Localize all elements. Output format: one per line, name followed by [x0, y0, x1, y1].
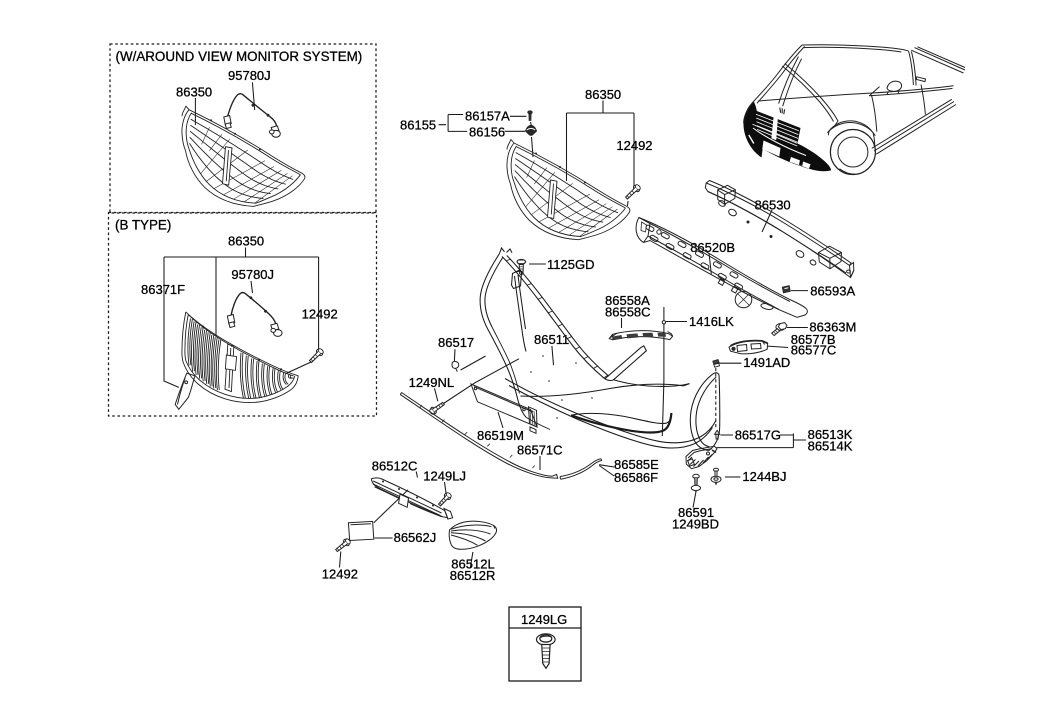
svg-text:86591: 86591 — [678, 505, 714, 520]
svg-text:86363M: 86363M — [809, 320, 856, 335]
svg-text:(W/AROUND VIEW MONITOR SYSTEM): (W/AROUND VIEW MONITOR SYSTEM) — [116, 49, 363, 64]
svg-text:86586F: 86586F — [614, 470, 658, 485]
svg-text:86519M: 86519M — [477, 428, 524, 443]
svg-text:86350: 86350 — [176, 85, 212, 100]
svg-text:86350: 86350 — [585, 87, 621, 102]
svg-text:86577B: 86577B — [791, 332, 836, 347]
svg-text:86514K: 86514K — [808, 438, 853, 453]
svg-text:1249LG: 1249LG — [521, 612, 567, 627]
svg-text:12492: 12492 — [616, 138, 652, 153]
svg-text:1491AD: 1491AD — [743, 355, 790, 370]
svg-text:86512R: 86512R — [450, 568, 496, 583]
svg-text:1244BJ: 1244BJ — [742, 469, 786, 484]
svg-text:86530: 86530 — [755, 197, 791, 212]
svg-text:86512C: 86512C — [372, 459, 418, 474]
svg-text:12492: 12492 — [302, 306, 338, 321]
svg-text:1249NL: 1249NL — [409, 375, 455, 390]
svg-text:86155: 86155 — [400, 118, 436, 133]
svg-text:1249BD: 1249BD — [672, 517, 719, 532]
svg-text:86593A: 86593A — [810, 284, 855, 299]
svg-text:1416LK: 1416LK — [689, 314, 734, 329]
svg-text:86156: 86156 — [469, 124, 505, 139]
svg-text:86512L: 86512L — [451, 557, 494, 572]
svg-text:95780J: 95780J — [228, 68, 271, 83]
svg-text:86585E: 86585E — [614, 457, 659, 472]
svg-text:86517: 86517 — [438, 335, 474, 350]
svg-text:86558A: 86558A — [605, 293, 650, 308]
svg-text:86577C: 86577C — [791, 343, 837, 358]
svg-text:1249LJ: 1249LJ — [423, 469, 466, 484]
svg-text:(B TYPE): (B TYPE) — [115, 218, 171, 233]
svg-text:86558C: 86558C — [605, 305, 651, 320]
svg-text:86511: 86511 — [534, 332, 569, 347]
svg-text:86513K: 86513K — [808, 427, 853, 442]
svg-text:95780J: 95780J — [231, 267, 274, 282]
svg-text:86520B: 86520B — [690, 240, 735, 255]
svg-text:86157A: 86157A — [465, 109, 510, 124]
svg-text:86371F: 86371F — [141, 282, 185, 297]
svg-text:1125GD: 1125GD — [547, 257, 594, 272]
svg-text:12492: 12492 — [322, 567, 358, 582]
svg-text:86517G: 86517G — [735, 427, 781, 442]
svg-text:86350: 86350 — [228, 234, 264, 249]
svg-text:86562J: 86562J — [394, 530, 437, 545]
svg-text:86571C: 86571C — [517, 443, 563, 458]
